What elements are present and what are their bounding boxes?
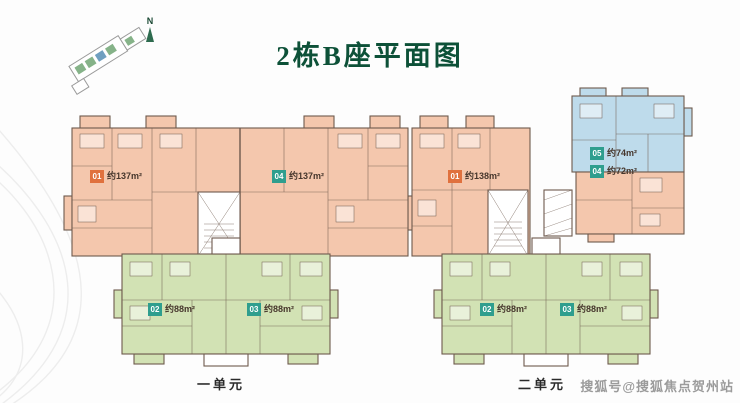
apartment-code-chip: 03 (247, 303, 261, 316)
unit1-label: 一单元 (197, 377, 246, 392)
watermark: 搜狐号@搜狐焦点贺州站 (580, 379, 734, 394)
keyplan-map (68, 26, 147, 96)
unit2-block-04 (575, 171, 685, 243)
apartment-area-label: 约88m² (165, 304, 196, 314)
apartment-code-chip: 01 (448, 170, 462, 183)
apartment-code-chip: 02 (148, 303, 162, 316)
corridor-shaft (543, 189, 573, 237)
apartment-area-label: 约88m² (264, 304, 295, 314)
apartment-area-label: 约88m² (497, 304, 528, 314)
apartment-badge-u2-02: 02 约88m² (480, 303, 527, 316)
apartment-badge-u2-04: 04 约72m² (590, 165, 637, 178)
apartment-area-label: 约88m² (577, 304, 608, 314)
apartment-area-label: 约137m² (289, 171, 325, 181)
apartment-code-chip: 04 (272, 170, 286, 183)
apartment-code-chip: 01 (90, 170, 104, 183)
north-arrow-icon: N (140, 16, 160, 42)
apartment-badge-u2-03: 03 约88m² (560, 303, 607, 316)
apartment-badge-u1-04: 04 约137m² (272, 170, 324, 183)
green-units-block (113, 237, 339, 367)
apartment-area-label: 约72m² (607, 166, 638, 176)
north-arrow-triangle (146, 27, 154, 42)
apartment-badge-u2-01: 01 约138m² (448, 170, 500, 183)
apartment-area-label: 约137m² (107, 171, 143, 181)
apartment-badge-u1-02: 02 约88m² (148, 303, 195, 316)
apartment-code-chip: 04 (590, 165, 604, 178)
apartment-badge-u2-05: 05 约74m² (590, 147, 637, 160)
apartment-badge-u1-03: 03 约88m² (247, 303, 294, 316)
apartment-code-chip: 03 (560, 303, 574, 316)
unit2-label: 二单元 (518, 377, 567, 392)
apartment-code-chip: 05 (590, 147, 604, 160)
north-label: N (146, 16, 154, 26)
apartment-area-label: 约138m² (465, 171, 501, 181)
page-title: 2栋B座平面图 (276, 41, 464, 71)
apartment-area-label: 约74m² (607, 148, 638, 158)
stair-core-right (487, 189, 529, 257)
apartment-badge-u1-01: 01 约137m² (90, 170, 142, 183)
apartment-code-chip: 02 (480, 303, 494, 316)
